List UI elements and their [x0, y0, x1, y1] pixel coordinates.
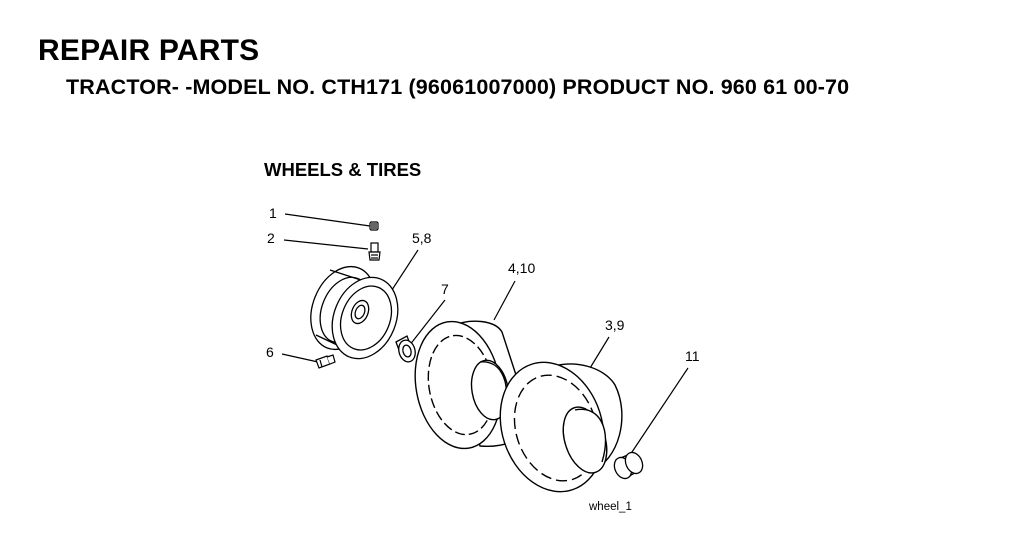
callout-2: 2 [267, 230, 275, 246]
leader-line [493, 280, 516, 321]
callout-1: 1 [269, 205, 277, 221]
leader-line [284, 213, 371, 227]
valve-stem-part [368, 242, 381, 261]
page-title: REPAIR PARTS [38, 34, 260, 67]
rear-tire-part [499, 361, 623, 493]
figure-caption: wheel_1 [588, 501, 632, 513]
leader-line [408, 299, 446, 347]
leader-line [387, 249, 419, 297]
section-title: WHEELS & TIRES [264, 159, 422, 180]
callout-4-10: 4,10 [508, 260, 535, 276]
callout-11: 11 [685, 348, 700, 364]
wheel-rim-part [310, 265, 399, 360]
leader-line [629, 367, 689, 456]
callout-3-9: 3,9 [605, 317, 625, 333]
model-subtitle: TRACTOR- -MODEL NO. CTH171 (96061007000)… [66, 75, 850, 99]
callout-6: 6 [266, 344, 274, 360]
hub-cap-part [613, 451, 644, 480]
callout-7: 7 [441, 281, 449, 297]
wheel-bolt-part [315, 354, 336, 369]
callout-5-8: 5,8 [412, 230, 432, 246]
bushing-part [395, 335, 416, 363]
leader-line [283, 239, 369, 250]
valve-cap-part [369, 221, 379, 231]
leader-line [281, 353, 319, 363]
